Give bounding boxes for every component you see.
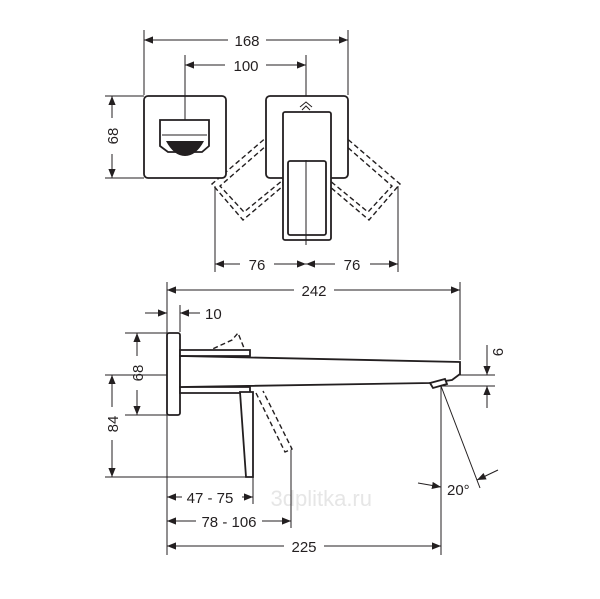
dim-angle: 20° (447, 482, 470, 499)
lever-handle (239, 391, 254, 478)
dim-68-side: 68 (130, 365, 147, 382)
dim-100: 100 (233, 58, 258, 75)
dim-76-left: 76 (249, 257, 266, 274)
dim-225: 225 (291, 539, 316, 556)
spout-side (179, 355, 461, 388)
wall-plate (166, 332, 181, 416)
dim-10: 10 (205, 306, 222, 323)
dim-68-top: 68 (105, 128, 122, 145)
top-view: 168 100 68 76 76 (105, 30, 401, 274)
dim-47-75: 47 - 75 (187, 490, 234, 507)
spout-opening (287, 160, 327, 236)
dim-9: 9 (489, 348, 506, 356)
watermark: 3dplitka.ru (270, 486, 372, 511)
dim-168: 168 (234, 33, 259, 50)
dim-84: 84 (105, 416, 122, 433)
dim-78-106: 78 - 106 (201, 514, 256, 531)
side-view: 3dplitka.ru 242 10 68 84 9 (105, 282, 506, 556)
dim-242: 242 (301, 283, 326, 300)
handle-wedge (166, 141, 204, 156)
dim-76-right: 76 (344, 257, 361, 274)
